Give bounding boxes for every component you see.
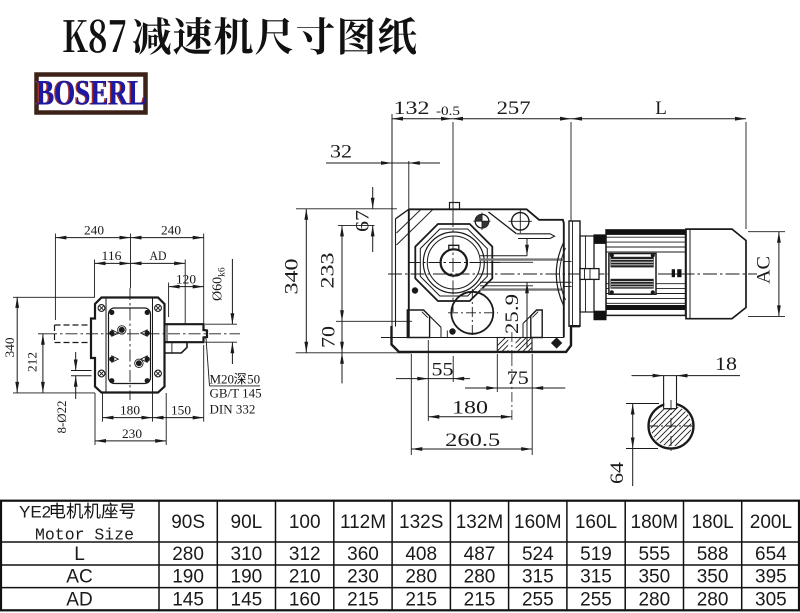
svg-text:310: 310 [231,544,263,565]
svg-text:AC: AC [754,256,775,284]
svg-text:519: 519 [580,544,612,565]
svg-text:280: 280 [172,544,204,565]
svg-text:18: 18 [715,354,737,375]
svg-text:215: 215 [347,589,379,610]
svg-text:230: 230 [347,567,379,588]
svg-text:160M: 160M [514,512,562,533]
svg-text:230: 230 [122,426,142,441]
svg-text:67: 67 [353,210,374,232]
svg-text:100: 100 [289,512,321,533]
svg-text:233: 233 [318,253,339,289]
svg-text:255: 255 [580,589,612,610]
svg-text:160: 160 [289,589,321,610]
svg-text:32: 32 [330,142,352,163]
svg-text:BOSERL: BOSERL [36,73,146,113]
svg-text:654: 654 [755,544,787,565]
svg-text:315: 315 [580,567,612,588]
svg-text:340: 340 [2,338,17,358]
svg-text:360: 360 [347,544,379,565]
svg-text:255: 255 [522,589,554,610]
svg-text:340: 340 [282,259,303,295]
svg-text:L: L [74,544,85,565]
svg-text:350: 350 [638,567,670,588]
svg-text:Ø60k6: Ø60k6 [211,267,228,301]
svg-text:AD: AD [150,248,167,263]
svg-text:75: 75 [507,368,529,389]
svg-text:YE2: YE2 [19,502,51,521]
svg-text:280: 280 [697,589,729,610]
svg-text:116: 116 [102,248,123,263]
svg-text:305: 305 [755,589,787,610]
svg-text:212: 212 [25,352,40,372]
svg-text:70: 70 [319,326,340,348]
svg-text:350: 350 [697,567,729,588]
svg-text:215: 215 [405,589,437,610]
svg-text:90S: 90S [171,512,205,533]
svg-text:132S: 132S [399,512,443,533]
svg-text:190: 190 [172,567,204,588]
svg-text:132M: 132M [456,512,504,533]
svg-text:AC: AC [66,567,92,588]
svg-text:-0.5: -0.5 [436,104,460,118]
svg-text:524: 524 [522,544,554,565]
svg-text:145: 145 [172,589,204,610]
svg-text:395: 395 [755,567,787,588]
svg-text:M20: M20 [210,372,235,387]
svg-text:8-Ø22: 8-Ø22 [54,401,69,434]
svg-text:150: 150 [171,402,191,417]
svg-text:312: 312 [289,544,321,565]
svg-text:180L: 180L [691,512,733,533]
svg-text:588: 588 [697,544,729,565]
svg-text:120: 120 [176,271,196,286]
svg-text:240: 240 [161,222,181,237]
svg-text:25.9: 25.9 [502,294,523,334]
svg-text:DIN 332: DIN 332 [210,402,256,417]
svg-text:215: 215 [464,589,496,610]
svg-text:64: 64 [607,461,628,484]
svg-text:AD: AD [66,589,92,610]
svg-text:240: 240 [84,222,104,237]
svg-text:210: 210 [289,567,321,588]
svg-text:280: 280 [464,567,496,588]
svg-text:112M: 112M [340,512,386,533]
svg-text:BOSERL: BOSERL [35,73,145,113]
svg-text:408: 408 [405,544,437,565]
svg-text:90L: 90L [231,512,263,533]
svg-text:180: 180 [452,398,488,419]
svg-text:200L: 200L [750,512,792,533]
svg-text:487: 487 [464,544,496,565]
svg-text:GB/T 145: GB/T 145 [210,386,262,401]
svg-text:555: 555 [638,544,670,565]
svg-text:257: 257 [497,98,531,119]
svg-text:L: L [655,98,667,119]
svg-text:260.5: 260.5 [445,430,500,451]
svg-text:190: 190 [231,567,263,588]
svg-text:145: 145 [231,589,263,610]
svg-text:55: 55 [432,359,454,380]
svg-text:280: 280 [405,567,437,588]
svg-text:180: 180 [120,402,140,417]
svg-text:160L: 160L [575,512,617,533]
svg-text:132: 132 [394,98,430,119]
svg-text:Motor Size: Motor Size [35,526,134,545]
svg-text:315: 315 [522,567,554,588]
svg-text:50: 50 [247,372,260,387]
svg-text:180M: 180M [631,512,679,533]
svg-text:280: 280 [638,589,670,610]
